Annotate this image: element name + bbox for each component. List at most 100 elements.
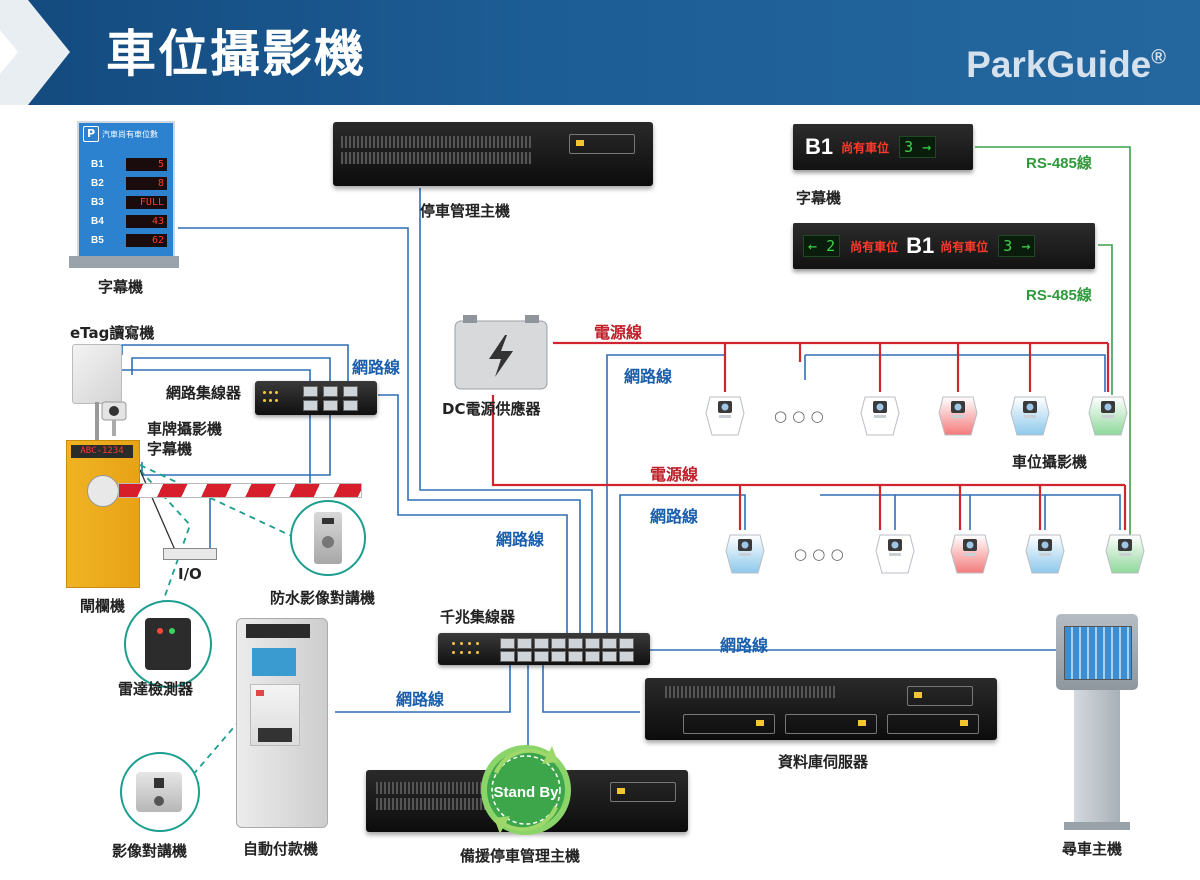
led-floor: B1 (805, 134, 834, 159)
barrier-label: 閘欄機 (80, 597, 126, 615)
switch-port (568, 638, 583, 649)
space-camera-blue-icon (725, 534, 765, 574)
switch-port (619, 638, 634, 649)
header-banner: 車位攝影機 ParkGuide® (0, 0, 1200, 105)
led-right-count: 3 → (998, 235, 1036, 257)
network-label: 網路線 (720, 636, 769, 655)
network-label: 網路線 (496, 530, 545, 549)
space-camera-red-icon (938, 396, 978, 436)
switch-port (585, 651, 600, 662)
server-drive-bay (569, 134, 635, 154)
brand-logo: ParkGuide® (966, 44, 1166, 85)
plate-camera-icon (101, 401, 127, 436)
space-camera-green-icon (1105, 534, 1145, 574)
led-text: 尚有車位 (940, 239, 989, 254)
server-grille (665, 686, 835, 698)
payment-kiosk (236, 618, 328, 828)
space-camera-white-icon (860, 396, 900, 436)
network-label: 網路線 (650, 507, 699, 526)
led-count: 3 → (899, 136, 937, 158)
waterproof-intercom-device (290, 500, 366, 576)
led-floor: B1 (906, 233, 935, 258)
space-camera-label: 車位攝影機 (1012, 453, 1088, 471)
server-grille (341, 136, 531, 148)
power-label: 電源線 (594, 323, 643, 342)
rs485-label: RS-485線 (1026, 155, 1092, 172)
plate-display-label: 字幕機 (147, 440, 193, 458)
switch-port (585, 638, 600, 649)
kiosk-label: 自動付款機 (243, 840, 319, 858)
led-board-2: ← 2 尚有車位 B1 尚有車位 3 → (793, 223, 1095, 269)
switch-port (602, 651, 617, 662)
switch-port (534, 638, 549, 649)
dc-power-label: DC電源供應器 (442, 400, 541, 418)
more-cameras-dots: ○ ○ ○ (774, 407, 824, 425)
switch-port (517, 638, 532, 649)
space-camera-white-icon (705, 396, 745, 436)
power-lines (491, 341, 1127, 530)
video-intercom-device (120, 752, 200, 832)
sign-header: P 汽車尚有車位數 (83, 126, 158, 142)
rs485-lines (975, 146, 1131, 535)
barrier-gate: ABC-1234 (66, 440, 140, 588)
server-drive-bay (610, 782, 676, 802)
plate-camera-label: 車牌攝影機 (147, 420, 223, 438)
space-camera-blue-icon (1010, 396, 1050, 436)
network-label: 網路線 (352, 358, 401, 377)
parking-p-icon: P (83, 126, 99, 142)
sign-header-text: 汽車尚有車位數 (102, 129, 158, 139)
switch-port (500, 638, 515, 649)
radar-label: 雷達檢測器 (118, 680, 194, 698)
led-board-1: B1 尚有車位 3 → (793, 124, 973, 170)
radar-detector-device (124, 600, 212, 688)
main-host-server (333, 122, 653, 186)
barrier-display: ABC-1234 (71, 445, 133, 458)
intercom-panel (314, 512, 342, 564)
waterproof-intercom-label: 防水影像對講機 (270, 589, 376, 607)
io-label: I/O (178, 565, 202, 583)
led-text: 尚有車位 (841, 140, 890, 155)
video-intercom-label: 影像對講機 (112, 842, 188, 860)
network-label: 網路線 (624, 367, 673, 386)
server-drive-bay (785, 714, 877, 734)
server-drive-bay (683, 714, 775, 734)
network-hub-small (255, 381, 377, 415)
switch-port (551, 638, 566, 649)
car-finder-kiosk (1056, 614, 1138, 830)
space-camera-white-icon (875, 534, 915, 574)
switch-port (551, 651, 566, 662)
battery-power-icon (454, 315, 548, 390)
radar-box (145, 618, 191, 670)
switch-port (534, 651, 549, 662)
gigabit-switch (438, 633, 650, 665)
database-server (645, 678, 997, 740)
switch-port (517, 651, 532, 662)
hub-small-label: 網路集線器 (166, 384, 242, 402)
main-host-label: 停車管理主機 (420, 202, 511, 220)
barrier-hinge (87, 475, 119, 507)
rs485-label: RS-485線 (1026, 287, 1092, 304)
finder-label: 尋車主機 (1062, 840, 1123, 858)
switch-port (500, 651, 515, 662)
space-camera-blue-icon (1025, 534, 1065, 574)
space-camera-green-icon (1088, 396, 1128, 436)
header-corner-decoration (0, 0, 70, 105)
etag-reader (72, 344, 122, 404)
server-drive-bay (907, 686, 973, 706)
db-server-label: 資料庫伺服器 (778, 753, 869, 771)
led-text: 尚有車位 (850, 239, 899, 254)
switch-port (568, 651, 583, 662)
switch-port (619, 651, 634, 662)
video-intercom-panel (136, 772, 182, 812)
led-left-count: ← 2 (803, 235, 841, 257)
backup-host-label: 備援停車管理主機 (460, 847, 581, 865)
switch-port (602, 638, 617, 649)
sign-base (69, 256, 179, 268)
etag-pole (95, 402, 99, 442)
